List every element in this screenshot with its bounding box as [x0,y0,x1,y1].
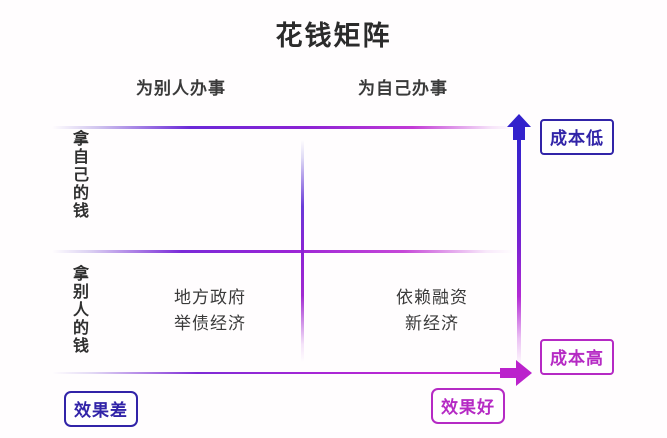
column-header-left: 为别人办事 [136,79,226,99]
quadrant-bottom-right-line1: 依赖融资 [396,288,468,308]
quadrant-bottom-left-line1: 地方政府 [174,288,246,308]
matrix-vertical-divider [301,140,304,362]
quadrant-bottom-left-line2: 举债经济 [174,313,246,334]
matrix-top-divider [52,126,514,129]
tag-good-effect: 效果好 [431,388,505,424]
tag-low-cost: 成本低 [540,119,614,155]
tag-high-cost: 成本高 [540,339,614,375]
arrow-right-icon [500,360,532,386]
quadrant-bottom-right: 依赖融资 新经济 [362,286,502,337]
quadrant-bottom-left: 地方政府 举债经济 [140,286,280,337]
matrix-middle-divider [52,250,514,253]
arrow-up-icon [507,114,531,140]
vertical-axis-line [517,134,521,366]
page-title: 花钱矩阵 [275,21,392,52]
quadrant-bottom-right-line2: 新经济 [405,313,459,334]
row-label-others-money: 拿别人的钱 [70,265,89,355]
row-label-own-money: 拿自己的钱 [70,130,89,220]
column-header-right: 为自己办事 [358,79,448,99]
tag-bad-effect: 效果差 [64,391,138,427]
horizontal-axis-line [52,372,507,374]
